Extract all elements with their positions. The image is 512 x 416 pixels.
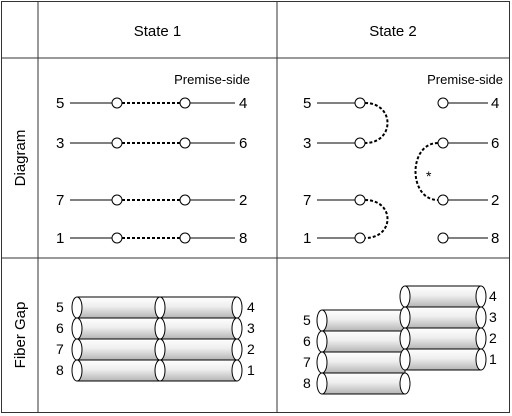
port-label: 1 [303,230,311,247]
port-label: 5 [303,95,311,112]
fiber-label: 3 [489,309,497,325]
fiber-label: 4 [247,299,255,315]
fiber-label: 8 [56,362,64,378]
fiber-cylinder [71,359,161,382]
connector-node [111,232,123,244]
premise-side-label: Premise-side [174,72,250,87]
connector-node [354,137,366,149]
connector-node [179,194,191,206]
row-header-diagram: Diagram [12,130,29,187]
connector-node [354,232,366,244]
fiber-label: 5 [303,312,311,328]
col-header-state1: State 1 [134,23,182,40]
fiber-cylinder [316,372,411,395]
fiber-label: 6 [303,333,311,349]
connector-node [179,97,191,109]
col-header-state2: State 2 [369,23,417,40]
fiber-cylinder [399,285,487,308]
port-label: 6 [491,135,499,152]
fiber-gap-state1: 5 6 7 8 [56,296,255,382]
connector-node [111,97,123,109]
fiber-label: 2 [489,330,497,346]
port-label: 3 [56,135,64,152]
fiber-cylinder [316,351,406,374]
loopback-dashed [364,199,389,239]
fiber-cylinder [154,317,243,340]
fiber-label: 5 [56,299,64,315]
fiber-label: 1 [247,362,255,378]
port-label: 4 [491,95,499,112]
connector-node [179,232,191,244]
connector-node [354,97,366,109]
connector-node [437,137,449,149]
fiber-cylinder [71,296,161,319]
port-label: 7 [56,192,64,209]
fiber-cylinder [71,338,161,361]
port-label: 3 [303,135,311,152]
fiber-cylinder [154,359,243,382]
port-label: 4 [239,95,247,112]
fiber-label: 7 [303,354,311,370]
fiber-label: 3 [247,320,255,336]
fiber-cylinder [71,317,161,340]
asterisk-marker: * [426,168,432,184]
fiber-cylinder [154,296,243,319]
connector-node [437,194,449,206]
port-label: 5 [56,95,64,112]
fiber-label: 6 [56,320,64,336]
fiber-label: 1 [489,351,497,367]
port-label: 8 [491,230,499,247]
loopback-dashed [364,102,389,144]
fiber-cylinder [316,330,406,353]
connector-node [111,194,123,206]
fiber-cylinder [399,348,487,371]
fiber-label: 4 [489,288,497,304]
port-label: 2 [239,192,247,209]
port-label: 2 [491,192,499,209]
fiber-label: 7 [56,341,64,357]
connector-node [354,194,366,206]
port-label: 6 [239,135,247,152]
connector-node [111,137,123,149]
fiber-label: 8 [303,375,311,391]
diagram-state1: Premise-side 5 4 3 6 7 2 1 8 [56,72,250,247]
row-header-fiber-gap: Fiber Gap [12,302,29,369]
fiber-cylinder [154,338,243,361]
fiber-cylinder [399,306,487,329]
connector-node [437,97,449,109]
fiber-gap-state2: 5 6 7 8 [303,285,497,395]
fiber-cylinder [399,327,487,350]
fiber-cylinder [316,309,406,332]
connector-node [179,137,191,149]
diagram-state2: Premise-side 5 3 7 1 4 6 2 8 * [303,72,503,247]
port-label: 8 [239,230,247,247]
loopback-dashed [414,142,439,201]
connector-node [437,232,449,244]
port-label: 7 [303,192,311,209]
port-label: 1 [56,230,64,247]
fiber-label: 2 [247,341,255,357]
premise-side-label: Premise-side [427,72,503,87]
